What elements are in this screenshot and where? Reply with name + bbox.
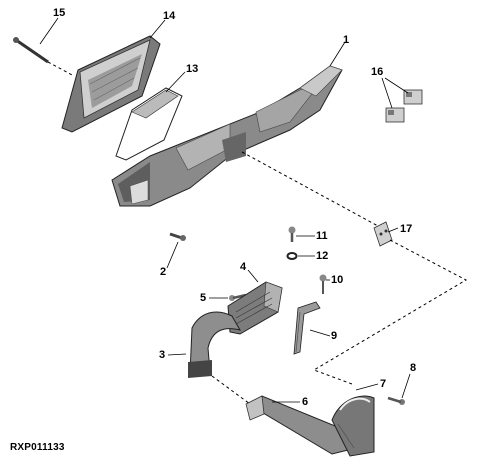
filter-housing-14 [61, 35, 161, 133]
air-duct-assembly-1 [111, 65, 343, 207]
callout-15: 15 [53, 7, 66, 19]
callout-8: 8 [410, 362, 417, 374]
callout-17: 17 [400, 223, 413, 235]
washer-12 [286, 252, 298, 260]
duct-3 [188, 311, 242, 378]
callout-12: 12 [316, 250, 329, 262]
screw-2 [169, 232, 186, 241]
figure-id: RXP011133 [10, 442, 65, 453]
bracket-9 [293, 301, 321, 355]
screw-15 [13, 37, 49, 64]
connector-4 [227, 281, 283, 335]
callout-10: 10 [331, 274, 344, 286]
clips-16 [381, 77, 423, 123]
duct-6 [245, 395, 375, 457]
callout-2: 2 [160, 266, 167, 278]
callout-4: 4 [240, 261, 247, 273]
bolt-10 [319, 274, 327, 294]
callout-11: 11 [316, 230, 328, 242]
callout-9: 9 [331, 330, 338, 342]
callout-16: 16 [371, 66, 384, 78]
callout-14: 14 [163, 10, 176, 22]
callout-3: 3 [159, 349, 166, 361]
callout-6: 6 [302, 396, 309, 408]
filter-element-13 [115, 87, 183, 161]
plate-17 [373, 221, 393, 247]
callout-7: 7 [380, 378, 387, 390]
callout-13: 13 [186, 63, 199, 75]
dashed-alignment-lines [47, 61, 468, 405]
bolt-11 [288, 226, 296, 242]
callout-5: 5 [200, 292, 207, 304]
callout-1: 1 [343, 34, 350, 46]
leader-lines [39, 17, 411, 403]
bolt-8 [387, 396, 405, 405]
